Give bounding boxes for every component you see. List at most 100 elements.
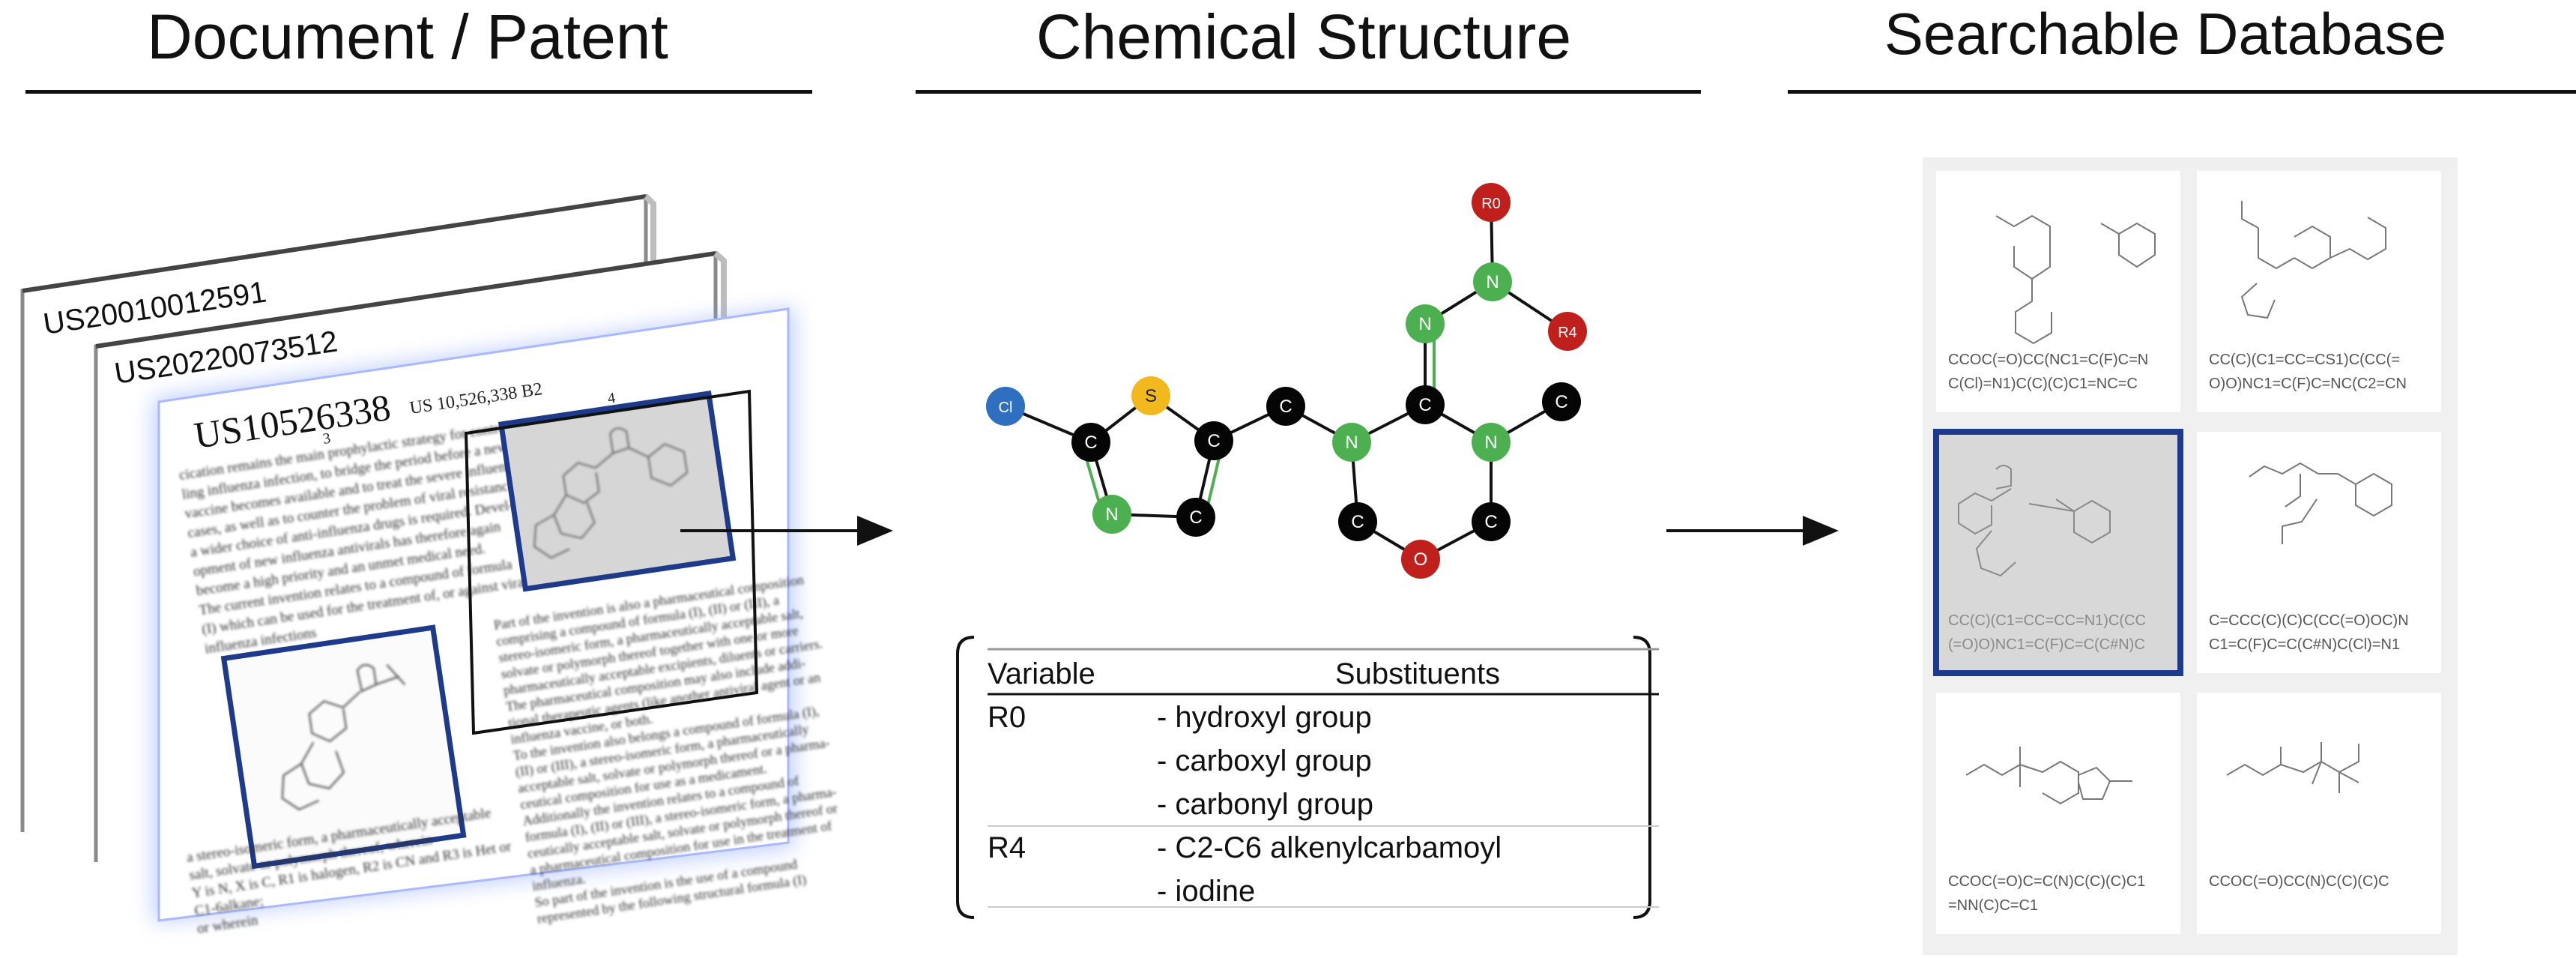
table-cell-substituent: - C2-C6 alkenylcarbamoyl: [1157, 831, 1502, 864]
atom-label: C: [1418, 395, 1431, 415]
database-entry-smiles: CCOC(=O)CC(N)C(C)(C)C: [2209, 873, 2389, 890]
database-entry[interactable]: CC(C)(C1=CC=CC=N1)C(CC (=O)O)NC1=C(F)C=C(…: [1933, 429, 2183, 676]
atom-circle: [1473, 262, 1512, 301]
table-cell-substituent: - carbonyl group: [1157, 788, 1373, 821]
database-entry-card: [1936, 171, 2180, 412]
atom-label: N: [1345, 433, 1358, 453]
markush-atom: S: [1131, 376, 1170, 415]
atom-label: C: [1207, 431, 1220, 451]
substituent-table: Variable Substituents R0- hydroxyl group…: [956, 636, 1659, 919]
markush-atom: O: [1401, 540, 1440, 579]
heading-database: Searchable Database: [1884, 1, 2446, 67]
atom-circle: [1406, 304, 1445, 343]
table-cell-variable: R0: [988, 701, 1026, 734]
markush-atom: N: [1332, 423, 1371, 462]
database-entry-smiles: CC(C)(C1=CC=CC=N1)C(CC: [1948, 612, 2146, 629]
database-entry-structure: [1995, 214, 2156, 345]
atom-circle: [1548, 312, 1587, 351]
table-cell-substituent: - carboxyl group: [1157, 744, 1372, 777]
atom-label: S: [1145, 386, 1157, 406]
database-entry-smiles: C1=C(F)C=C(C#N)C(Cl)=N1: [2209, 636, 2400, 653]
atom-circle: [1131, 376, 1170, 415]
database-grid: CCOC(=O)CC(NC1=C(F)C=N C(Cl)=N1)C(C)(C)C1…: [1923, 157, 2458, 955]
atom-label: N: [1105, 504, 1118, 525]
database-entry-smiles: CCOC(=O)CC(NC1=C(F)C=N: [1948, 352, 2148, 368]
markush-atom: C: [1472, 502, 1511, 541]
database-entry[interactable]: C=CCC(C)(C)C(CC(=O)OC)N C1=C(F)C=C(C#N)C(…: [2197, 432, 2441, 673]
atom-circle: [1071, 423, 1110, 462]
document-zoom-box: [464, 389, 759, 735]
markush-atom: N: [1092, 495, 1131, 534]
heading-database-rule: [1788, 90, 2576, 94]
database-entry-smiles: (=O)O)NC1=C(F)C=C(C#N)C: [1948, 636, 2145, 653]
atom-circle: [1338, 502, 1377, 541]
atom-label: C: [1555, 392, 1567, 412]
database-entry-structure: [1965, 747, 2132, 805]
atom-label: C: [1351, 512, 1364, 532]
markush-atom: N: [1406, 304, 1445, 343]
document-page-num-left: 3: [322, 430, 332, 448]
database-entry-card: [2197, 171, 2441, 412]
database-entry-structure: [2226, 742, 2359, 793]
heading-structure-rule: [916, 90, 1701, 94]
markush-double-bond: [1206, 454, 1222, 508]
database-entry-smiles: =NN(C)C=C1: [1948, 897, 2038, 914]
markush-atom: Cl: [986, 387, 1025, 426]
heading-structure: Chemical Structure: [1036, 1, 1571, 72]
atom-circle: [1472, 183, 1511, 222]
atom-label: C: [1084, 433, 1097, 453]
markush-double-bond: [1083, 455, 1102, 507]
database-entry-smiles: C=CCC(C)(C)C(CC(=O)OC)N: [2209, 612, 2409, 629]
database-cards: CCOC(=O)CC(NC1=C(F)C=N C(Cl)=N1)C(C)(C)C1…: [1933, 171, 2441, 934]
database-entry-smiles: CCOC(=O)C=C(N)C(C)(C)C1: [1948, 873, 2145, 890]
document-page-front: US10526338 US 10,526,338 B2 3 4 cication…: [157, 307, 838, 937]
table-cell-substituent: - iodine: [1157, 875, 1255, 908]
table-cell-variable: R4: [988, 831, 1026, 864]
atom-label: C: [1189, 507, 1202, 528]
atom-label: C: [1279, 397, 1292, 417]
database-entry-structure: [2249, 462, 2392, 544]
markush-atom: C: [1406, 385, 1445, 424]
table-bracket-left: [956, 636, 975, 919]
document-formula-box-left: [220, 624, 467, 870]
database-entry-smiles: C(Cl)=N1)C(C)(C)C1=NC=C: [1948, 376, 2138, 392]
markush-atom: N: [1472, 423, 1511, 462]
database-entry-smiles: O)O)NC1=C(F)C=NC(C2=CN: [2209, 376, 2407, 392]
table-header-substituents: Substituents: [1335, 657, 1500, 690]
markush-atom: N: [1473, 262, 1512, 301]
heading-document: Document / Patent: [147, 1, 668, 72]
database-entry-smiles: CC(C)(C1=CC=CS1)C(CC(=: [2209, 352, 2400, 368]
database-entry[interactable]: CCOC(=O)C=C(N)C(C)(C)C1 =NN(C)C=C1: [1936, 693, 2180, 934]
atom-circle: [1472, 502, 1511, 541]
atom-circle: [986, 387, 1025, 426]
database-entry[interactable]: CCOC(=O)CC(N)C(C)(C)C: [2197, 693, 2441, 934]
atom-circle: [1266, 387, 1305, 426]
document-stack: US20010012591 US20220073512 US10526338 U…: [20, 194, 838, 937]
atom-circle: [1194, 421, 1233, 460]
atom-label: R4: [1558, 325, 1577, 341]
markush-atom: C: [1542, 382, 1581, 421]
atom-circle: [1176, 498, 1215, 537]
atom-label: Cl: [999, 400, 1013, 416]
atom-label: N: [1486, 272, 1499, 292]
atom-label: C: [1484, 512, 1497, 532]
markush-atom: C: [1194, 421, 1233, 460]
atom-circle: [1406, 385, 1445, 424]
atom-circle: [1472, 423, 1511, 462]
markush-atom: R4: [1548, 312, 1587, 351]
atom-circle: [1401, 540, 1440, 579]
atom-circle: [1092, 495, 1131, 534]
document-page-num-right: 4: [607, 390, 617, 407]
document-text-right: Part of the invention is also a pharmace…: [493, 572, 838, 927]
database-entry[interactable]: CC(C)(C1=CC=CS1)C(CC(= O)O)NC1=C(F)C=NC(C…: [2197, 171, 2441, 412]
document-formula-box-right: [498, 391, 737, 592]
database-entry-card: [2197, 693, 2441, 934]
atom-label: R0: [1481, 196, 1501, 212]
atom-label: N: [1418, 314, 1431, 334]
database-entry[interactable]: CCOC(=O)CC(NC1=C(F)C=N C(Cl)=N1)C(C)(C)C1…: [1936, 171, 2180, 412]
table-rows: R0- hydroxyl group- carboxyl group- carb…: [988, 701, 1659, 908]
markush-atom: R0: [1472, 183, 1511, 222]
markush-atom: C: [1176, 498, 1215, 537]
